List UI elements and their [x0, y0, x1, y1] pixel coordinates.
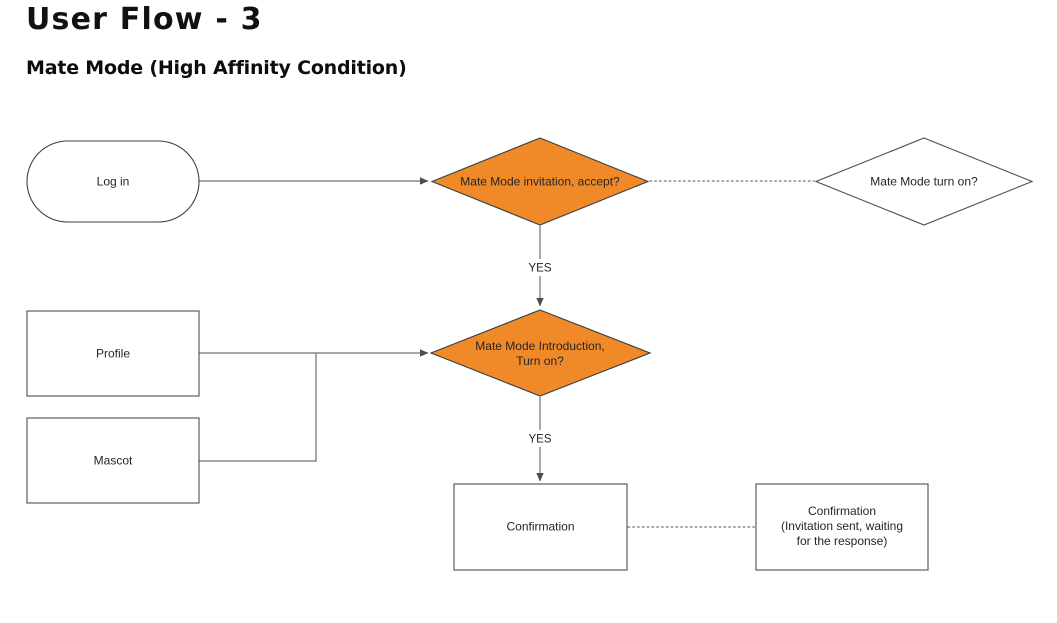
confirmation-detail-shape[interactable] — [755, 483, 929, 571]
login-shape[interactable] — [26, 140, 200, 223]
profile-label: Profile — [96, 347, 130, 361]
edge-label-backdrop — [521, 430, 559, 447]
edge-invitation-to-introduction: YES — [521, 226, 559, 307]
confirmation-shape[interactable] — [453, 483, 628, 571]
mascot-shape[interactable] — [26, 417, 200, 504]
mate-mode-turn-on-shape[interactable] — [814, 137, 1034, 226]
node-login[interactable]: Log in — [26, 140, 200, 223]
edge-mascot-to-introduction — [199, 353, 317, 462]
login-label: Log in — [97, 175, 130, 189]
page-subtitle: Mate Mode (High Affinity Condition) — [26, 57, 407, 79]
confirmation-detail-label-line2: (Invitation sent, waiting — [781, 519, 903, 533]
confirmation-detail-label-line1: Confirmation — [808, 504, 876, 518]
profile-shape[interactable] — [26, 310, 200, 397]
invitation-decision-label: Mate Mode invitation, accept? — [460, 175, 620, 189]
edge-label-backdrop — [521, 259, 559, 276]
edge-label-yes-2: YES — [528, 434, 551, 446]
mascot-label: Mascot — [94, 454, 133, 468]
node-introduction-decision[interactable]: Mate Mode Introduction, Turn on? — [429, 309, 652, 397]
node-confirmation-detail[interactable]: Confirmation (Invitation sent, waiting f… — [755, 483, 929, 571]
introduction-decision-label-line1: Mate Mode Introduction, — [475, 339, 604, 353]
introduction-decision-label-line2: Turn on? — [516, 354, 564, 368]
mate-mode-turn-on-label: Mate Mode turn on? — [870, 175, 978, 189]
confirmation-label: Confirmation — [506, 520, 574, 534]
confirmation-detail-label-line3: for the response) — [797, 534, 888, 548]
introduction-decision-shape[interactable] — [429, 309, 652, 397]
edge-line — [199, 353, 317, 462]
node-mate-mode-turn-on[interactable]: Mate Mode turn on? — [814, 137, 1034, 226]
node-profile[interactable]: Profile — [26, 310, 200, 397]
edge-label-yes-1: YES — [528, 263, 551, 275]
page-title: User Flow - 3 — [26, 2, 263, 37]
node-confirmation[interactable]: Confirmation — [453, 483, 628, 571]
edge-introduction-to-confirmation: YES — [521, 397, 559, 482]
node-invitation-decision[interactable]: Mate Mode invitation, accept? — [430, 137, 650, 226]
node-mascot[interactable]: Mascot — [26, 417, 200, 504]
invitation-decision-shape[interactable] — [430, 137, 650, 226]
